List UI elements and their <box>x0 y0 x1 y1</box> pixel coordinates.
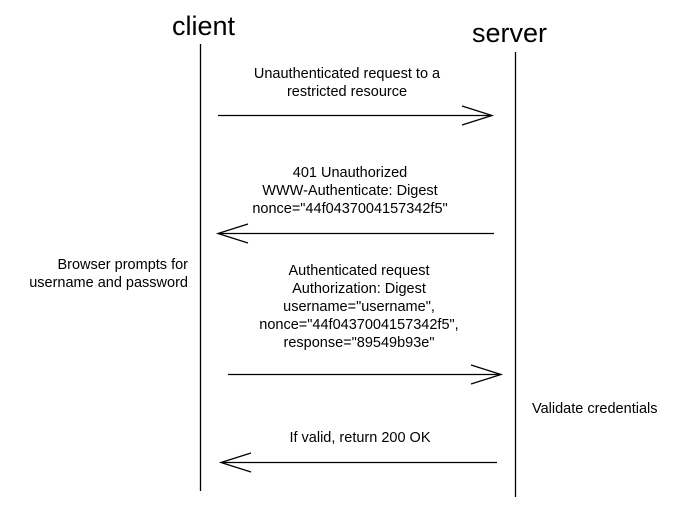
server-note: Validate credentials <box>532 401 658 417</box>
arrow-request-unauthenticated <box>218 105 495 126</box>
message-line: response="89549b93e" <box>283 335 435 351</box>
message-line: Authenticated request <box>288 263 430 279</box>
message-line: Authorization: Digest <box>292 281 426 297</box>
message-200-ok: If valid, return 200 OK <box>250 429 470 447</box>
message-line: nonce="44f0437004157342f5" <box>252 201 448 217</box>
message-line: 401 Unauthorized <box>292 165 408 181</box>
message-line: If valid, return 200 OK <box>289 430 431 446</box>
arrow-401-unauthorized <box>215 223 494 244</box>
message-line: restricted resource <box>286 84 408 100</box>
client-actor-label: client <box>172 11 236 41</box>
server-actor-label: server <box>472 18 548 48</box>
note-line: username and password <box>29 275 188 291</box>
note-line: Browser prompts for <box>57 257 188 273</box>
message-unauthenticated-request: Unauthenticated request to a restricted … <box>232 65 462 101</box>
arrow-200-ok <box>218 452 497 473</box>
arrow-authenticated-request <box>228 364 504 385</box>
client-note: Browser prompts for username and passwor… <box>0 256 188 292</box>
message-line: Unauthenticated request to a <box>253 66 441 82</box>
message-authenticated-request: Authenticated request Authorization: Dig… <box>218 262 500 352</box>
message-line: nonce="44f0437004157342f5", <box>259 317 459 333</box>
message-line: WWW-Authenticate: Digest <box>262 183 438 199</box>
message-401-unauthorized: 401 Unauthorized WWW-Authenticate: Diges… <box>220 164 480 218</box>
message-line: username="username", <box>283 299 435 315</box>
